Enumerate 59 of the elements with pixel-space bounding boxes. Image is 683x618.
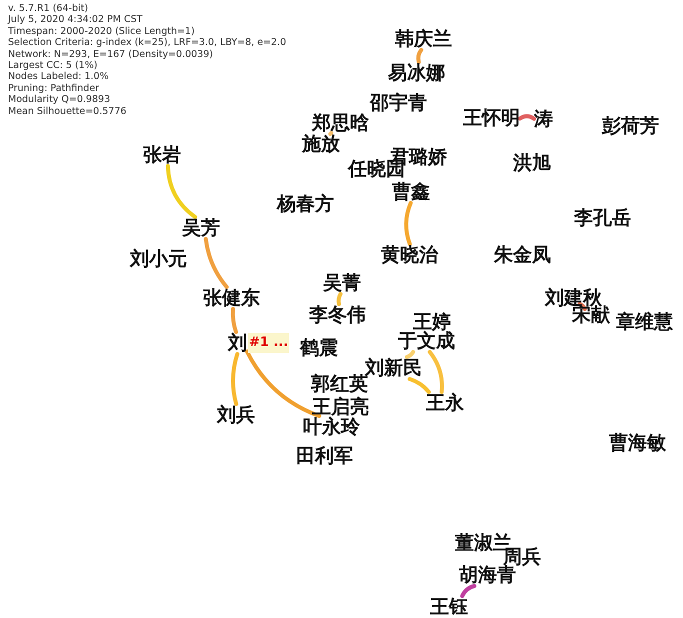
author-label: 胡海青	[459, 564, 516, 586]
collaboration-link	[416, 48, 424, 64]
collaboration-link	[336, 292, 342, 306]
author-label: 吴芳	[182, 217, 220, 239]
author-label: 刘	[228, 332, 247, 354]
author-label: 洪旭	[513, 152, 551, 174]
author-label: 施放	[302, 133, 340, 155]
author-label: 刘兵	[217, 404, 255, 426]
author-label: 王启亮	[312, 396, 369, 418]
author-label: 田利军	[296, 445, 353, 467]
author-label: 彭荷芳	[602, 115, 659, 137]
author-label: 吴菁	[323, 272, 361, 294]
author-label: 鹤震	[300, 337, 338, 359]
author-label: 郑思晗	[312, 112, 369, 134]
author-label: 李冬伟	[309, 304, 366, 326]
author-label: 李孔岳	[574, 207, 631, 229]
collaboration-link	[404, 350, 416, 359]
collaboration-link	[245, 350, 322, 418]
author-label: 王永	[426, 392, 464, 414]
collaboration-link	[204, 237, 229, 289]
author-label: 朱金凤	[494, 244, 551, 266]
author-label: 易冰娜	[388, 62, 445, 84]
author-label: 于文成	[398, 330, 455, 352]
author-label: 曹海敏	[609, 432, 666, 454]
summary-text: Mean Silhouette=0.5776	[8, 106, 126, 117]
collaboration-link	[328, 131, 334, 136]
collaboration-link	[460, 584, 476, 598]
author-label: 黄晓治	[381, 244, 438, 266]
collaboration-link	[428, 350, 444, 394]
summary-text: Nodes Labeled: 1.0%	[8, 71, 109, 83]
summary-text: Modularity Q=0.9893	[8, 94, 110, 106]
summary-text: Network: N=293, E=167 (Density=0.0039)	[8, 48, 213, 60]
author-label: 张岩	[143, 144, 181, 166]
collaboration-link	[230, 307, 238, 334]
summary-text: Pruning: Pathfinder	[8, 82, 100, 94]
author-label: 邵宇青	[370, 92, 427, 114]
collaboration-link	[404, 201, 413, 246]
author-label: 韩庆兰	[395, 28, 452, 50]
collaboration-link	[408, 377, 431, 394]
collaboration-link	[578, 302, 587, 311]
author-label: 刘小元	[130, 248, 187, 270]
summary-text: v. 5.7.R1 (64-bit)	[8, 3, 88, 14]
author-label: 王怀明	[463, 107, 520, 129]
author-label: 张健东	[203, 287, 260, 309]
collaboration-link	[166, 164, 198, 219]
author-label: 曹鑫	[392, 181, 430, 203]
author-label: 叶永玲	[303, 416, 360, 438]
author-label: 涛	[534, 108, 553, 130]
collaboration-link	[231, 352, 240, 406]
author-label: 章维慧	[616, 311, 673, 333]
author-label: 杨春方	[277, 193, 334, 215]
author-label: 宋献	[572, 304, 610, 326]
author-label: 王钰	[430, 596, 468, 618]
summary-text: July 5, 2020 4:34:02 PM CST	[8, 14, 142, 26]
summary-text: Selection Criteria: g-index (k=25), LRF=3.0, LBY=8, e=2.0	[8, 37, 286, 49]
summary-text: Largest CC: 5 (1%)	[8, 60, 98, 72]
summary-text: Timespan: 2000-2020 (Slice Length=1)	[8, 26, 195, 38]
cluster-label: #1 ...	[248, 333, 290, 353]
collaboration-link	[518, 114, 536, 121]
